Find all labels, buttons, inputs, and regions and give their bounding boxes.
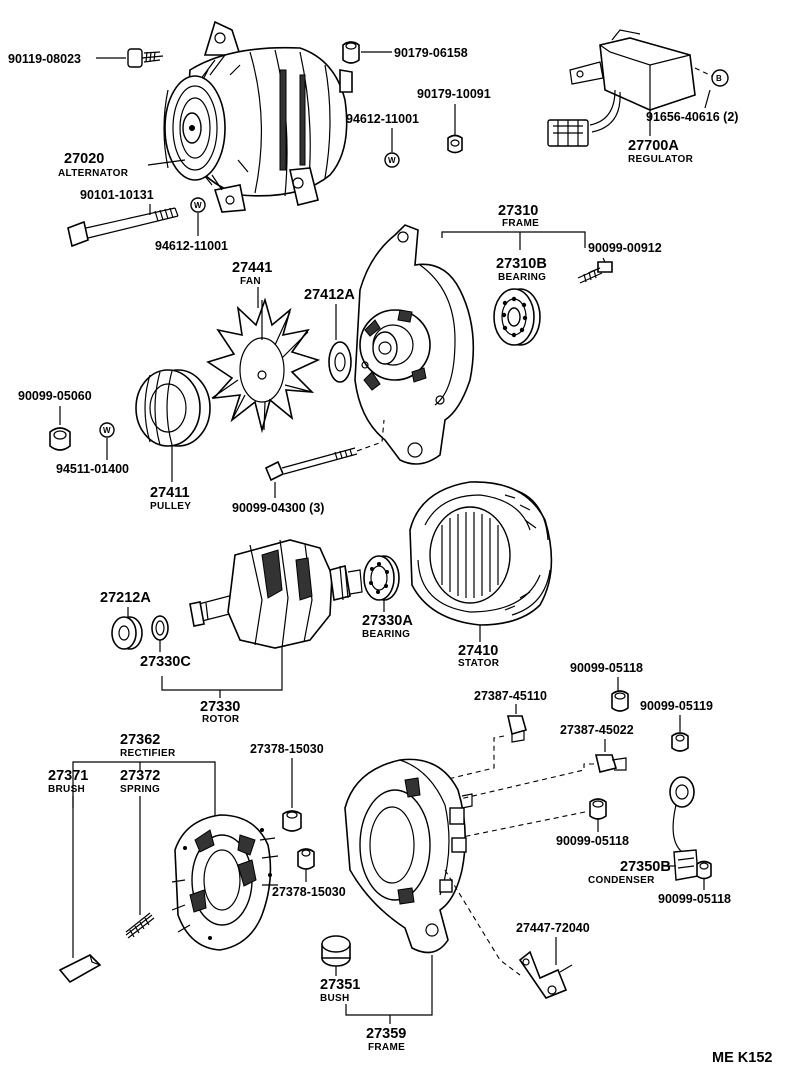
caption-fan: FAN [240, 276, 261, 287]
terminal-27387-45022 [594, 754, 627, 773]
label-27330a: 27330A [362, 613, 413, 629]
caption-pulley: PULLEY [150, 501, 191, 512]
frame-27310 [354, 224, 475, 465]
bush-27351 [321, 935, 351, 967]
label-90099-05118-b: 90099-05118 [556, 834, 629, 848]
label-90099-05118-c: 90099-05118 [658, 892, 731, 906]
frame-27359 [344, 758, 473, 954]
label-90179-06158: 90179-06158 [394, 46, 468, 60]
label-27020: 27020 [64, 151, 104, 167]
bolt-90101-10131 [67, 207, 179, 248]
caption-alternator: ALTERNATOR [58, 168, 129, 179]
label-27447-72040: 27447-72040 [516, 921, 590, 935]
bolt-b-marker: B [711, 69, 729, 87]
caption-brush: BRUSH [48, 784, 85, 795]
caption-frame-top: FRAME [502, 218, 539, 229]
caption-bearing-top: BEARING [498, 272, 546, 283]
terminal-27387-45110 [507, 715, 527, 743]
label-91656-40616: 91656-40616 (2) [646, 110, 738, 124]
nut-90099-05060 [49, 427, 71, 451]
label-90119-08023: 90119-08023 [8, 52, 81, 66]
label-27387-45022: 27387-45022 [560, 723, 634, 737]
regulator-27700a [547, 29, 696, 147]
washer-27330c [151, 615, 169, 641]
label-27372: 27372 [120, 768, 160, 784]
nut-90099-05119 [671, 732, 689, 752]
label-27330: 27330 [200, 699, 240, 715]
pulley-27411 [135, 369, 211, 447]
label-27371: 27371 [48, 768, 88, 784]
label-90099-00912: 90099-00912 [588, 241, 662, 255]
label-90099-04300: 90099-04300 (3) [232, 501, 324, 515]
label-94511-01400: 94511-01400 [56, 462, 129, 476]
label-27411: 27411 [150, 485, 190, 501]
label-27359: 27359 [366, 1026, 406, 1042]
svg-text:W: W [194, 201, 202, 210]
bolt-90119-08023 [127, 48, 164, 68]
washer-w-marker-b: W [190, 197, 206, 213]
caption-spring: SPRING [120, 784, 160, 795]
caption-stator: STATOR [458, 658, 500, 669]
label-27700a: 27700A [628, 138, 679, 154]
nut-90179-06158 [342, 41, 360, 64]
spring-27372 [125, 912, 155, 939]
label-27350b: 27350B [620, 859, 671, 875]
label-27441: 27441 [232, 260, 272, 276]
bolt-90099-04300 [264, 447, 358, 482]
label-90179-10091: 90179-10091 [417, 87, 491, 101]
stator-27410 [409, 481, 553, 626]
fan-27441 [206, 297, 321, 434]
footer-code: ME K152 [712, 1050, 772, 1066]
label-94612-11001-b: 94612-11001 [155, 239, 228, 253]
nut-90179-10091 [447, 134, 463, 154]
label-27330c: 27330C [140, 654, 191, 670]
label-27387-45110: 27387-45110 [474, 689, 547, 703]
svg-text:W: W [388, 156, 396, 165]
label-27410: 27410 [458, 643, 498, 659]
terminal-plate-27447-72040 [518, 950, 573, 999]
nut-90099-05118-a [611, 690, 629, 712]
label-27212a: 27212A [100, 590, 151, 606]
label-27310: 27310 [498, 203, 538, 219]
label-90101-10131: 90101-10131 [80, 188, 154, 202]
label-94612-11001-a: 94612-11001 [346, 112, 419, 126]
nut-90099-05118-b [589, 798, 607, 820]
label-27310b: 27310B [496, 256, 547, 272]
rotor-27330 [189, 539, 363, 649]
caption-condenser: CONDENSER [588, 875, 655, 886]
washer-w-marker-a: W [384, 152, 400, 168]
caption-rectifier: RECTIFIER [120, 748, 176, 759]
caption-rotor: ROTOR [202, 714, 240, 725]
caption-frame-bottom: FRAME [368, 1042, 405, 1053]
caption-bearing-mid: BEARING [362, 629, 410, 640]
alternator-assembly [163, 20, 353, 213]
bushing-27378-15030-b [297, 848, 315, 870]
label-27412a: 27412A [304, 287, 355, 303]
label-27351: 27351 [320, 977, 360, 993]
condenser-27350b [669, 776, 699, 881]
svg-text:W: W [103, 426, 111, 435]
bearing-27310b [493, 288, 541, 346]
spacer-27412a [328, 341, 352, 383]
washer-w-marker-c: W [99, 422, 115, 438]
label-90099-05119: 90099-05119 [640, 699, 713, 713]
caption-regulator: REGULATOR [628, 154, 694, 165]
label-27362: 27362 [120, 732, 160, 748]
bearing-27330a [363, 555, 400, 601]
cover-27212a [111, 616, 143, 650]
rectifier-27362 [171, 814, 279, 951]
bushing-27378-15030-a [282, 810, 302, 832]
label-90099-05060: 90099-05060 [18, 389, 92, 403]
svg-text:B: B [716, 74, 722, 83]
brush-27371 [58, 954, 102, 984]
label-27378-15030-b: 27378-15030 [272, 885, 346, 899]
screw-90099-00912 [577, 261, 613, 284]
caption-bush: BUSH [320, 993, 350, 1004]
label-27378-15030-a: 27378-15030 [250, 742, 324, 756]
nut-90099-05118-c [696, 860, 712, 880]
label-90099-05118-a: 90099-05118 [570, 661, 643, 675]
